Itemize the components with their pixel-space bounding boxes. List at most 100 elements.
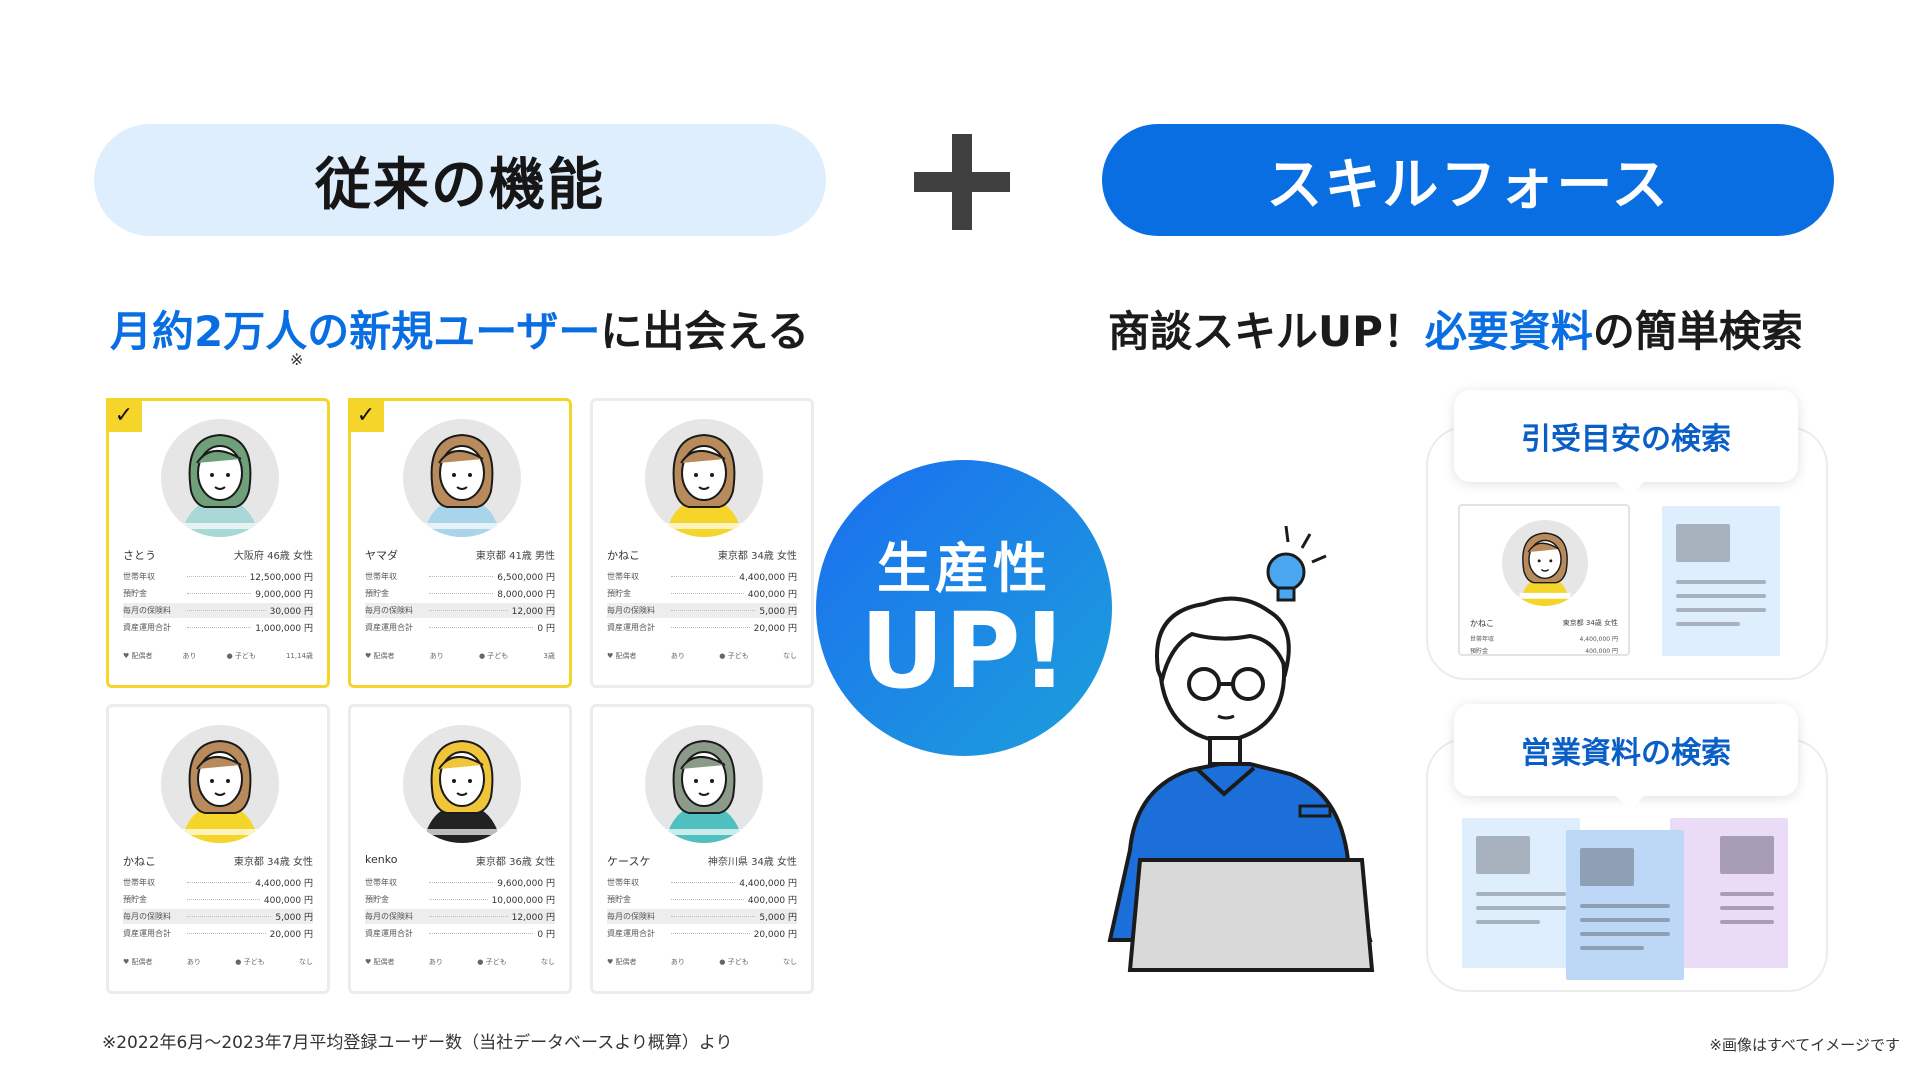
conventional-features-title: 従来の機能 bbox=[315, 152, 605, 218]
conventional-features-pill: 従来の機能 bbox=[94, 124, 826, 236]
lightbulb-icon bbox=[1266, 525, 1327, 602]
skillforce-pill: スキルフォース bbox=[1102, 124, 1834, 236]
card-data-row: 世帯年収 4,400,000 円 bbox=[123, 878, 313, 889]
heart-icon: ♥ bbox=[123, 652, 130, 660]
card-data-row: 世帯年収 4,400,000 円 bbox=[607, 572, 797, 583]
badge-line2: UP! bbox=[859, 590, 1069, 712]
card-user-location: 東京都 36歳 女性 bbox=[475, 857, 555, 868]
checkmark-icon: ✓ bbox=[348, 398, 384, 432]
card-data-row: 資産運用合計 0 円 bbox=[365, 623, 555, 634]
card-data-row: 世帯年収 4,400,000 円 bbox=[607, 878, 797, 889]
right-subheading-rest: の簡単検索 bbox=[1592, 307, 1803, 356]
heart-icon: ♥ bbox=[123, 958, 130, 966]
left-subheading: 月約2万人の新規ユーザーに出会える bbox=[110, 298, 809, 359]
card-user-location: 東京都 41歳 男性 bbox=[475, 551, 555, 562]
person-icon: ● bbox=[477, 958, 484, 966]
footnote-mark: ※ bbox=[290, 350, 304, 369]
sales-material-search-label: 営業資料の検索 bbox=[1454, 704, 1798, 810]
user-card[interactable]: ✓ さとう 大阪府 46歳 女性 世帯年収 12,500,000 円 預貯金 9,… bbox=[106, 398, 330, 688]
card-data-row: 毎月の保険料 5,000 円 bbox=[607, 909, 797, 924]
footnote-left: ※2022年6月〜2023年7月平均登録ユーザー数（当社データベースより概算）よ… bbox=[102, 1033, 733, 1053]
avatar bbox=[645, 725, 763, 843]
card-user-location: 大阪府 46歳 女性 bbox=[233, 551, 313, 562]
left-subheading-rest: に出会える bbox=[600, 307, 810, 356]
person-icon: ● bbox=[226, 652, 233, 660]
card-footer: ♥ 配偶者 あり ● 子ども 11,14歳 bbox=[123, 652, 313, 660]
card-user-name: ケースケ bbox=[607, 855, 651, 868]
document-icon bbox=[1462, 818, 1580, 968]
right-subheading: 商談スキルUP！必要資料の簡単検索 bbox=[1108, 298, 1803, 359]
card-data-row: 毎月の保険料 12,000 円 bbox=[365, 909, 555, 924]
card-data-row: 世帯年収 6,500,000 円 bbox=[365, 572, 555, 583]
heart-icon: ♥ bbox=[607, 958, 614, 966]
footnote-right: ※画像はすべてイメージです bbox=[1709, 1036, 1900, 1054]
card-data-row: 預貯金 400,000 円 bbox=[607, 895, 797, 906]
card-data-row: 毎月の保険料 30,000 円 bbox=[123, 603, 313, 618]
card-user-name: さとう bbox=[123, 549, 156, 562]
underwriting-search-label: 引受目安の検索 bbox=[1454, 390, 1798, 496]
card-user-location: 東京都 34歳 女性 bbox=[233, 857, 313, 868]
user-card-grid: ✓ さとう 大阪府 46歳 女性 世帯年収 12,500,000 円 預貯金 9,… bbox=[106, 398, 818, 998]
card-data-row: 毎月の保険料 5,000 円 bbox=[123, 909, 313, 924]
card-user-name: かねこ bbox=[607, 549, 640, 562]
person-icon: ● bbox=[235, 958, 242, 966]
document-icon bbox=[1566, 830, 1684, 980]
card-data-row: 資産運用合計 20,000 円 bbox=[607, 623, 797, 634]
right-subheading-pre: 商談スキルUP！ bbox=[1108, 307, 1425, 356]
person-icon: ● bbox=[719, 958, 726, 966]
card-data-row: 毎月の保険料 12,000 円 bbox=[365, 603, 555, 618]
card-data-row: 資産運用合計 1,000,000 円 bbox=[123, 623, 313, 634]
card-data-row: 預貯金 400,000 円 bbox=[607, 589, 797, 600]
heart-icon: ♥ bbox=[607, 652, 614, 660]
mini-card-name: かねこ bbox=[1470, 619, 1494, 628]
card-footer: ♥ 配偶者 あり ● 子ども なし bbox=[607, 958, 797, 966]
heart-icon: ♥ bbox=[365, 958, 372, 966]
card-data-row: 資産運用合計 20,000 円 bbox=[607, 929, 797, 940]
badge-line1: 生産性 bbox=[877, 537, 1051, 600]
card-user-name: ヤマダ bbox=[365, 549, 398, 562]
user-card[interactable]: ケースケ 神奈川県 34歳 女性 世帯年収 4,400,000 円 預貯金 400… bbox=[590, 704, 814, 994]
user-card[interactable]: kenko 東京都 36歳 女性 世帯年収 9,600,000 円 預貯金 10,… bbox=[348, 704, 572, 994]
document-icon bbox=[1662, 506, 1780, 656]
card-data-row: 資産運用合計 20,000 円 bbox=[123, 929, 313, 940]
right-subheading-highlight: 必要資料 bbox=[1424, 307, 1593, 356]
card-data-row: 世帯年収 9,600,000 円 bbox=[365, 878, 555, 889]
card-footer: ♥ 配偶者 あり ● 子ども なし bbox=[607, 652, 797, 660]
card-data-row: 預貯金 10,000,000 円 bbox=[365, 895, 555, 906]
plus-icon bbox=[914, 134, 1010, 230]
avatar bbox=[161, 419, 279, 537]
card-data-row: 世帯年収 12,500,000 円 bbox=[123, 572, 313, 583]
productivity-up-badge: 生産性 UP! bbox=[816, 460, 1112, 756]
avatar bbox=[161, 725, 279, 843]
user-card[interactable]: かねこ 東京都 34歳 女性 世帯年収 4,400,000 円 預貯金 400,0… bbox=[590, 398, 814, 688]
card-user-location: 神奈川県 34歳 女性 bbox=[707, 857, 797, 868]
card-user-location: 東京都 34歳 女性 bbox=[717, 551, 797, 562]
skillforce-title: スキルフォース bbox=[1266, 152, 1670, 218]
card-data-row: 資産運用合計 0 円 bbox=[365, 929, 555, 940]
card-data-row: 預貯金 9,000,000 円 bbox=[123, 589, 313, 600]
heart-icon: ♥ bbox=[365, 652, 372, 660]
avatar bbox=[403, 725, 521, 843]
card-footer: ♥ 配偶者 あり ● 子ども なし bbox=[365, 958, 555, 966]
checkmark-icon: ✓ bbox=[106, 398, 142, 432]
document-icon bbox=[1670, 818, 1788, 968]
person-with-laptop-illustration bbox=[1107, 525, 1375, 972]
card-data-row: 毎月の保険料 5,000 円 bbox=[607, 603, 797, 618]
card-data-row: 預貯金 8,000,000 円 bbox=[365, 589, 555, 600]
avatar bbox=[645, 419, 763, 537]
left-subheading-highlight: 月約2万人の新規ユーザー bbox=[110, 307, 601, 356]
mini-card-location: 東京都 34歳 女性 bbox=[1562, 619, 1618, 627]
user-card[interactable]: かねこ 東京都 34歳 女性 世帯年収 4,400,000 円 預貯金 400,0… bbox=[106, 704, 330, 994]
avatar bbox=[403, 419, 521, 537]
card-user-name: かねこ bbox=[123, 855, 156, 868]
user-card[interactable]: ✓ ヤマダ 東京都 41歳 男性 世帯年収 6,500,000 円 預貯金 8,0… bbox=[348, 398, 572, 688]
card-user-name: kenko bbox=[365, 853, 398, 866]
card-data-row: 預貯金 400,000 円 bbox=[123, 895, 313, 906]
card-footer: ♥ 配偶者 あり ● 子ども なし bbox=[123, 958, 313, 966]
person-icon: ● bbox=[719, 652, 726, 660]
avatar bbox=[1502, 520, 1588, 606]
person-icon: ● bbox=[478, 652, 486, 660]
